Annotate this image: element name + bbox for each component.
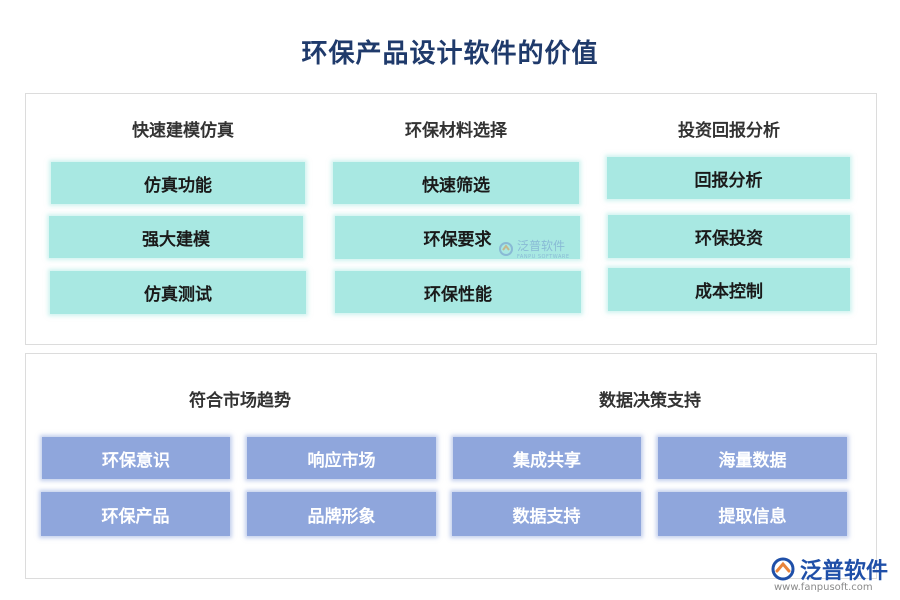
box-quick-screening: 快速筛选 <box>333 162 579 204</box>
watermark: 泛普软件 FANPU SOFTWARE <box>498 237 570 260</box>
box-massive-data: 海量数据 <box>658 437 847 479</box>
watermark-logo-icon <box>499 241 513 256</box>
column-heading-modeling: 快速建模仿真 <box>132 121 234 141</box>
logo-text: 泛普软件 <box>800 559 889 584</box>
fanpu-logo-icon <box>771 557 795 581</box>
group-heading-market: 符合市场趋势 <box>189 391 291 411</box>
box-simulation-function: 仿真功能 <box>51 162 305 204</box>
box-eco-investment: 环保投资 <box>608 215 850 258</box>
box-eco-awareness: 环保意识 <box>42 437 230 479</box>
column-heading-roi: 投资回报分析 <box>678 121 780 141</box>
box-cost-control: 成本控制 <box>608 268 850 311</box>
box-respond-market: 响应市场 <box>247 437 436 479</box>
logo-url: www.fanpusoft.com <box>774 582 873 593</box>
box-return-analysis: 回报分析 <box>607 157 850 199</box>
box-extract-information: 提取信息 <box>658 492 847 536</box>
watermark-subtext: FANPU SOFTWARE <box>517 254 570 260</box>
page-title: 环保产品设计软件的价值 <box>301 39 599 69</box>
box-eco-requirements: 环保要求 <box>335 216 580 259</box>
box-integrated-sharing: 集成共享 <box>453 437 641 479</box>
box-powerful-modeling: 强大建模 <box>49 216 303 258</box>
box-eco-performance: 环保性能 <box>335 271 581 313</box>
column-heading-materials: 环保材料选择 <box>405 121 507 141</box>
watermark-text: 泛普软件 <box>517 239 566 253</box>
box-simulation-test: 仿真测试 <box>50 271 306 314</box>
box-eco-products: 环保产品 <box>41 492 230 536</box>
box-data-support: 数据支持 <box>452 492 641 536</box>
box-brand-image: 品牌形象 <box>247 492 436 536</box>
brand-logo: 泛普软件 <box>770 553 888 585</box>
group-heading-data: 数据决策支持 <box>599 391 701 411</box>
